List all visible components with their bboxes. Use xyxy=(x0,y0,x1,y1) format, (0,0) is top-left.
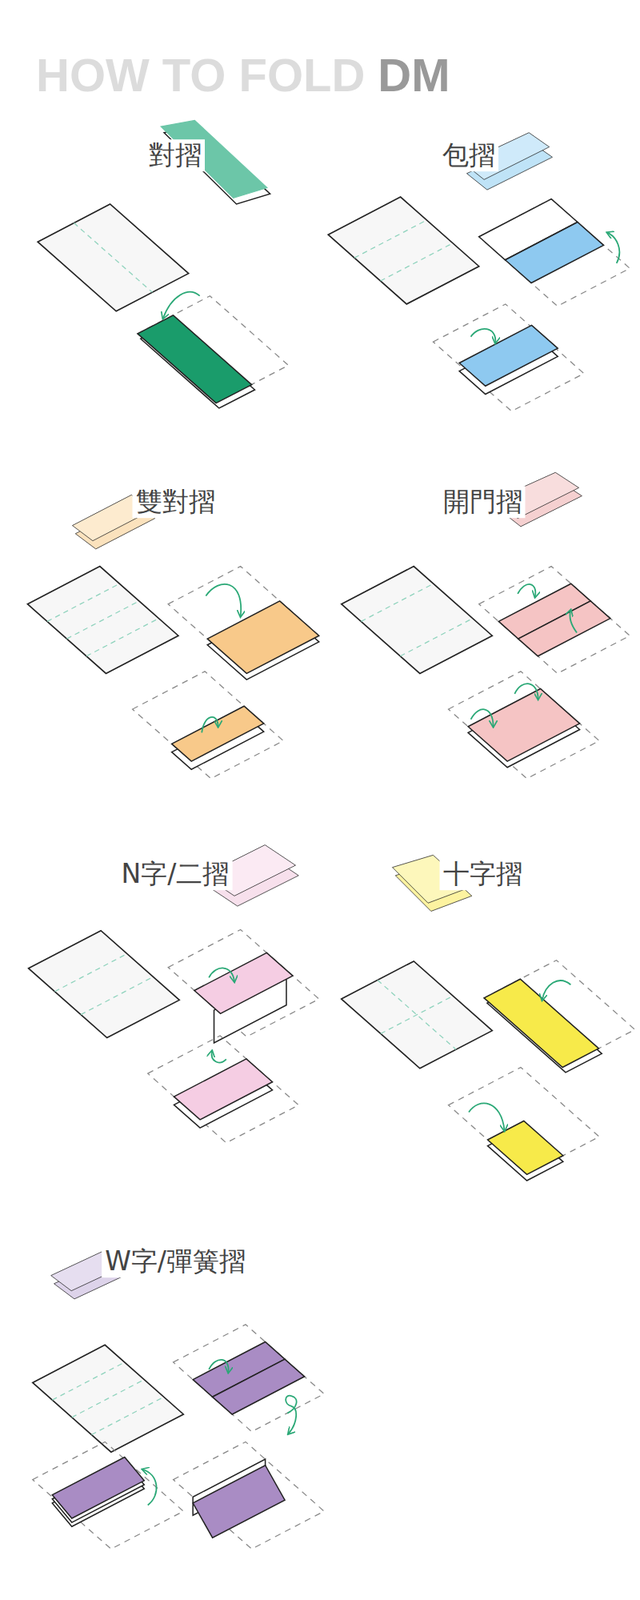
double-parallel-fold xyxy=(27,494,319,778)
cross-fold xyxy=(341,854,636,1180)
fold-heading: 開門摺 xyxy=(440,485,526,518)
page-title: HOW TO FOLD xyxy=(36,49,365,101)
z-fold xyxy=(28,844,320,1143)
accordion-fold xyxy=(32,1246,324,1548)
fold-heading: W字/彈簧摺 xyxy=(101,1244,249,1277)
fold-heading: 雙對摺 xyxy=(132,485,219,518)
half-fold xyxy=(37,120,288,408)
title-accent: DM xyxy=(377,49,450,101)
fold-heading: 對摺 xyxy=(145,139,205,172)
letter-fold xyxy=(328,132,630,412)
fold-heading: 包摺 xyxy=(439,139,499,172)
fold-heading: N字/二摺 xyxy=(118,857,233,890)
gate-fold xyxy=(341,472,631,778)
fold-heading: 十字摺 xyxy=(440,857,526,890)
